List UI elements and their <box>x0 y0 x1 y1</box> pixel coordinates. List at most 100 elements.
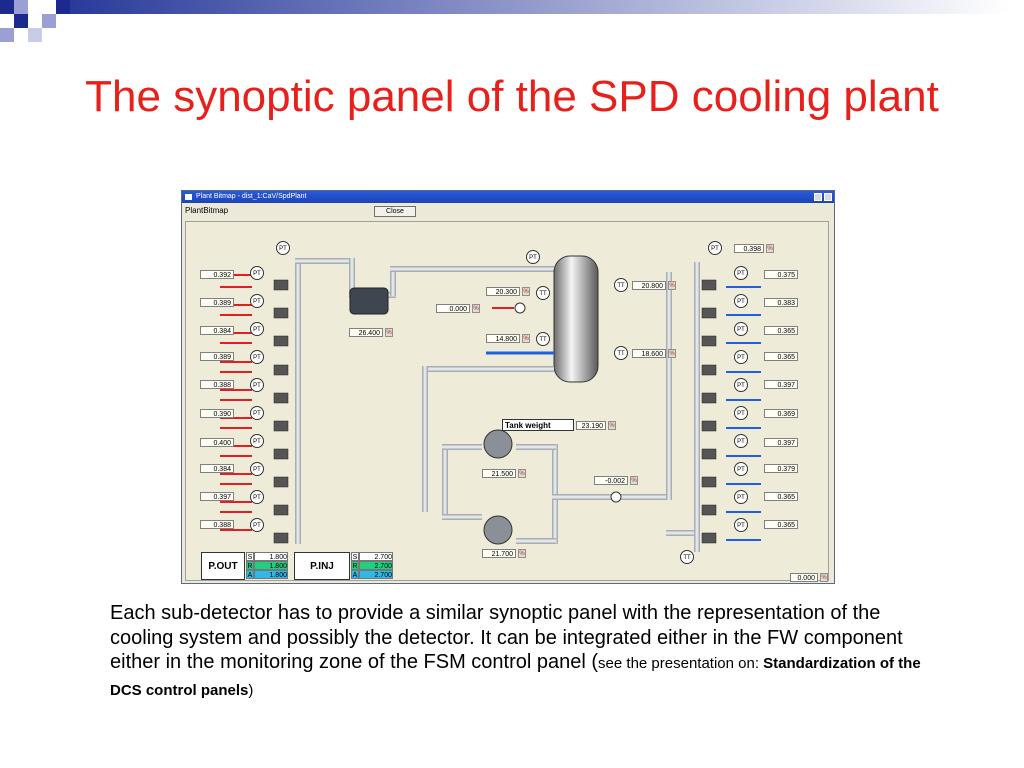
left-pt-sensor-9: PT <box>250 490 264 504</box>
bottom-right-value: 0.000 <box>790 573 818 582</box>
slide-title: The synoptic panel of the SPD cooling pl… <box>85 72 939 121</box>
flow-value: -0.002 <box>594 476 628 485</box>
left-pt-sensor-5: PT <box>250 378 264 392</box>
left-pt-sensor-7: PT <box>250 434 264 448</box>
pipe-to-pump <box>349 258 355 298</box>
tank-pt-value: 20.300 <box>486 287 520 296</box>
right-value-9: 0.365 <box>764 492 798 501</box>
right-pt-sensor-3: PT <box>734 322 748 336</box>
pump-out-bottom <box>516 538 556 544</box>
motor-value: 26.400 <box>349 328 383 337</box>
tank-tt-bottom-tag[interactable]: % <box>668 349 676 358</box>
panel-label: PlantBitmap <box>185 206 229 215</box>
left-value-1: 0.392 <box>200 270 234 279</box>
tank-tt-sensor-upper: TT <box>536 286 550 300</box>
pump-loop-left <box>442 444 448 520</box>
riser-pipe <box>390 266 396 296</box>
right-pt-sensor-6: PT <box>734 406 748 420</box>
left-value-5: 0.388 <box>200 380 234 389</box>
body-text-bold: Standardization of the DCS control panel… <box>110 655 921 699</box>
bottom-tt-sensor: TT <box>680 550 694 564</box>
piping-diagram <box>220 255 761 552</box>
left-pt-sensor-6: PT <box>250 406 264 420</box>
window-icon <box>185 194 192 200</box>
left-value-10: 0.388 <box>200 520 234 529</box>
tank-pt-tag[interactable]: % <box>522 287 530 296</box>
pump-loop-bottom <box>442 514 482 520</box>
left-rack-valves <box>273 279 289 544</box>
body-text-small: see the presentation on: <box>598 655 764 672</box>
left-value-9: 0.397 <box>200 492 234 501</box>
left-value-6: 0.390 <box>200 409 234 418</box>
window-titlebar: Plant Bitmap - dist_1:CaV/SpdPlant <box>182 191 834 203</box>
left-pt-sensor-2: PT <box>250 294 264 308</box>
motor-tag[interactable]: % <box>385 328 393 337</box>
pump1-value: 21.500 <box>482 469 516 478</box>
left-pt-sensor-4: PT <box>250 350 264 364</box>
inlet-tt-tag[interactable]: % <box>522 334 530 343</box>
pout-key-a: A <box>246 570 254 579</box>
right-value-2: 0.383 <box>764 298 798 307</box>
window-title: Plant Bitmap - dist_1:CaV/SpdPlant <box>196 193 307 200</box>
pump1-tag[interactable]: % <box>518 469 526 478</box>
flow-tag[interactable]: % <box>630 476 638 485</box>
right-pt-sensor-7: PT <box>734 434 748 448</box>
right-rack-valves <box>701 279 717 544</box>
pinj-label: P.INJ <box>294 552 350 580</box>
tank-tt-sensor-right-top: TT <box>614 278 628 292</box>
pump2-tag[interactable]: % <box>518 549 526 558</box>
right-pt-sensor-5: PT <box>734 378 748 392</box>
left-manifold-pipe <box>295 262 301 544</box>
synoptic-canvas: 0.392 0.389 0.384 0.389 0.388 0.390 0.40… <box>185 221 829 582</box>
flow-valve-icon <box>610 491 622 503</box>
valve-value: 0.000 <box>436 304 470 313</box>
flow-riser <box>666 272 672 500</box>
right-pt-sensor-9: PT <box>734 490 748 504</box>
right-value-3: 0.365 <box>764 326 798 335</box>
right-top-pt-tag[interactable]: % <box>766 244 774 253</box>
tank-tt-sensor-right-bottom: TT <box>614 346 628 360</box>
left-top-pipe <box>295 258 355 264</box>
plant-bitmap-window: Plant Bitmap - dist_1:CaV/SpdPlant Plant… <box>181 190 835 584</box>
pinj-value-r: 2.700 <box>359 561 393 570</box>
left-value-2: 0.389 <box>200 298 234 307</box>
inlet-valve-icon <box>514 302 526 314</box>
pinj-key-a: A <box>351 570 359 579</box>
body-paragraph: Each sub-detector has to provide a simil… <box>110 601 940 703</box>
inlet-tt-sensor: TT <box>536 332 550 346</box>
right-pt-sensor-1: PT <box>734 266 748 280</box>
left-pt-sensor-3: PT <box>250 322 264 336</box>
right-value-8: 0.379 <box>764 464 798 473</box>
tank-weight-tag[interactable]: % <box>608 421 616 430</box>
pinj-value-s: 2.700 <box>359 552 393 561</box>
left-pt-sensor-10: PT <box>250 518 264 532</box>
top-pipe-to-tank <box>390 266 554 272</box>
tank-tt-bottom-value: 18.600 <box>632 349 666 358</box>
motor-icon <box>349 287 389 315</box>
left-pt-sensor-8: PT <box>250 462 264 476</box>
left-value-7: 0.400 <box>200 438 234 447</box>
right-manifold-pipe <box>694 262 700 552</box>
tank-bottom-pipe <box>422 366 554 372</box>
pinj-key-s: S <box>351 552 359 561</box>
pout-value-a: 1.800 <box>254 570 288 579</box>
close-button[interactable]: Close <box>374 206 416 217</box>
body-text-end: ) <box>248 681 254 699</box>
body-text-main: Each sub-detector has to provide a simil… <box>110 602 903 673</box>
right-value-1: 0.375 <box>764 270 798 279</box>
minimize-icon[interactable] <box>814 193 822 201</box>
pump-loop-top <box>442 444 482 450</box>
storage-tank <box>553 255 599 383</box>
valve-tag[interactable]: % <box>472 304 480 313</box>
bottom-right-tag[interactable]: % <box>820 573 828 582</box>
tank-tt-top-value: 20.800 <box>632 281 666 290</box>
pinj-key-r: R <box>351 561 359 570</box>
left-value-4: 0.389 <box>200 352 234 361</box>
pout-value-r: 1.800 <box>254 561 288 570</box>
right-value-10: 0.365 <box>764 520 798 529</box>
tank-tt-top-tag[interactable]: % <box>668 281 676 290</box>
pump-1-icon <box>483 429 513 459</box>
left-value-8: 0.384 <box>200 464 234 473</box>
close-icon[interactable] <box>824 193 832 201</box>
pump2-value: 21.700 <box>482 549 516 558</box>
